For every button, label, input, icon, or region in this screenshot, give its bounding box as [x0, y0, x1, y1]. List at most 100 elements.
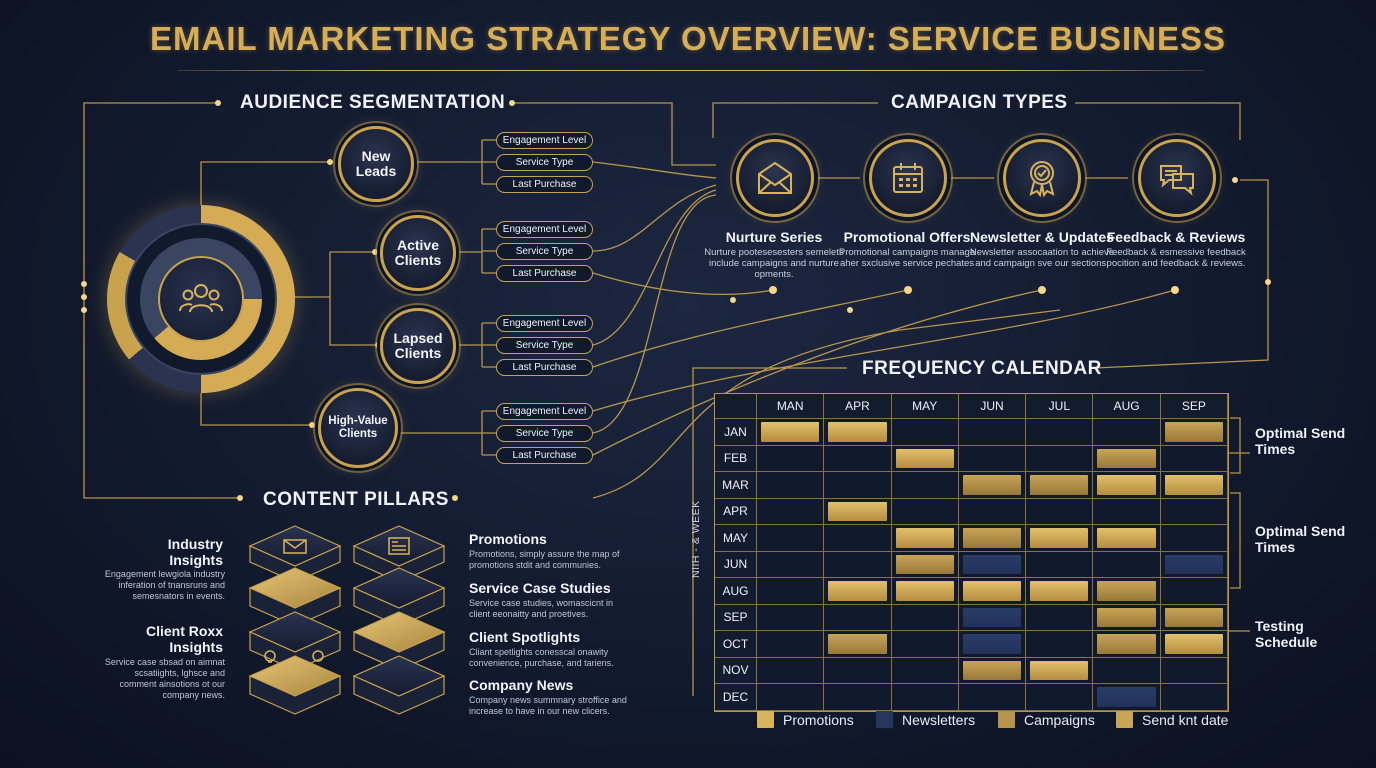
calendar-cell[interactable]	[958, 631, 1027, 658]
calendar-cell[interactable]	[958, 684, 1027, 711]
campaign-nurture-series[interactable]	[736, 139, 814, 217]
calendar-cell[interactable]	[958, 472, 1027, 499]
calendar-cell[interactable]	[891, 604, 959, 631]
calendar-cell[interactable]	[1026, 657, 1094, 684]
calendar-cell[interactable]	[958, 551, 1027, 578]
segment-attribute-pill[interactable]: Service Type	[496, 425, 593, 442]
calendar-cell[interactable]	[891, 445, 959, 472]
calendar-cell[interactable]	[1093, 657, 1161, 684]
calendar-cell[interactable]	[1160, 657, 1229, 684]
segment-active-clients[interactable]: Active Clients	[380, 215, 456, 291]
calendar-cell[interactable]	[757, 578, 825, 605]
calendar-cell[interactable]	[1093, 604, 1161, 631]
calendar-cell[interactable]	[824, 419, 892, 446]
calendar-cell[interactable]	[1160, 525, 1229, 552]
calendar-cell[interactable]	[824, 472, 892, 499]
calendar-cell[interactable]	[958, 604, 1027, 631]
segment-attribute-pill[interactable]: Engagement Level	[496, 403, 593, 420]
calendar-cell[interactable]	[1160, 578, 1229, 605]
calendar-cell[interactable]	[1160, 472, 1229, 499]
calendar-cell[interactable]	[757, 525, 825, 552]
segment-attribute-pill[interactable]: Engagement Level	[496, 132, 593, 149]
calendar-cell[interactable]	[1026, 419, 1094, 446]
calendar-cell[interactable]	[824, 498, 892, 525]
pillar-service-case-studies: Service Case Studies	[469, 580, 611, 596]
calendar-cell[interactable]	[1160, 419, 1229, 446]
calendar-cell[interactable]	[757, 604, 825, 631]
segment-attribute-pill[interactable]: Service Type	[496, 337, 593, 354]
campaign-promotional-offers[interactable]	[869, 139, 947, 217]
calendar-cell[interactable]	[1093, 578, 1161, 605]
calendar-cell[interactable]	[757, 472, 825, 499]
calendar-cell[interactable]	[824, 657, 892, 684]
calendar-cell[interactable]	[1093, 525, 1161, 552]
calendar-cell[interactable]	[891, 631, 959, 658]
calendar-cell[interactable]	[891, 525, 959, 552]
calendar-cell[interactable]	[958, 525, 1027, 552]
calendar-cell[interactable]	[1026, 472, 1094, 499]
calendar-cell[interactable]	[824, 631, 892, 658]
segment-attribute-pill[interactable]: Last Purchase	[496, 447, 593, 464]
segment-attribute-pill[interactable]: Engagement Level	[496, 221, 593, 238]
pillar-description: Company news summnary stroffice and incr…	[469, 695, 627, 716]
calendar-cell[interactable]	[1160, 498, 1229, 525]
campaign-newsletter-updates[interactable]	[1003, 139, 1081, 217]
calendar-cell[interactable]	[958, 657, 1027, 684]
calendar-cell[interactable]	[891, 657, 959, 684]
calendar-cell[interactable]	[1093, 498, 1161, 525]
segment-attribute-pill[interactable]: Engagement Level	[496, 315, 593, 332]
calendar-cell[interactable]	[757, 684, 825, 711]
calendar-cell[interactable]	[824, 604, 892, 631]
calendar-cell[interactable]	[1160, 631, 1229, 658]
calendar-cell[interactable]	[757, 498, 825, 525]
calendar-cell[interactable]	[757, 631, 825, 658]
calendar-cell[interactable]	[1026, 445, 1094, 472]
calendar-cell[interactable]	[1093, 551, 1161, 578]
segment-attribute-pill[interactable]: Service Type	[496, 243, 593, 260]
calendar-cell[interactable]	[1026, 684, 1094, 711]
segment-attribute-pill[interactable]: Last Purchase	[496, 359, 593, 376]
calendar-cell[interactable]	[891, 419, 959, 446]
calendar-cell[interactable]	[1160, 684, 1229, 711]
calendar-cell[interactable]	[824, 684, 892, 711]
calendar-cell[interactable]	[1160, 604, 1229, 631]
calendar-cell[interactable]	[1026, 631, 1094, 658]
calendar-cell[interactable]	[757, 419, 825, 446]
campaign-feedback-reviews[interactable]	[1138, 139, 1216, 217]
calendar-slot-promo	[828, 581, 887, 601]
calendar-cell[interactable]	[1093, 419, 1161, 446]
calendar-cell[interactable]	[891, 498, 959, 525]
calendar-cell[interactable]	[1026, 525, 1094, 552]
segment-attribute-pill[interactable]: Service Type	[496, 154, 593, 171]
segment-high-value-clients[interactable]: High-Value Clients	[318, 388, 398, 468]
calendar-cell[interactable]	[824, 445, 892, 472]
calendar-cell[interactable]	[891, 551, 959, 578]
calendar-cell[interactable]	[1026, 551, 1094, 578]
calendar-cell[interactable]	[891, 684, 959, 711]
calendar-cell[interactable]	[824, 525, 892, 552]
calendar-cell[interactable]	[1093, 684, 1161, 711]
segment-new-leads[interactable]: New Leads	[338, 126, 414, 202]
calendar-cell[interactable]	[958, 578, 1027, 605]
calendar-cell[interactable]	[1160, 551, 1229, 578]
calendar-cell[interactable]	[958, 419, 1027, 446]
segment-lapsed-clients[interactable]: Lapsed Clients	[380, 308, 456, 384]
calendar-cell[interactable]	[824, 551, 892, 578]
calendar-cell[interactable]	[824, 578, 892, 605]
calendar-cell[interactable]	[757, 657, 825, 684]
calendar-cell[interactable]	[891, 472, 959, 499]
calendar-cell[interactable]	[1160, 445, 1229, 472]
segment-attribute-pill[interactable]: Last Purchase	[496, 265, 593, 282]
calendar-cell[interactable]	[1026, 604, 1094, 631]
calendar-cell[interactable]	[958, 498, 1027, 525]
calendar-cell[interactable]	[958, 445, 1027, 472]
calendar-cell[interactable]	[757, 445, 825, 472]
segment-attribute-pill[interactable]: Last Purchase	[496, 176, 593, 193]
calendar-cell[interactable]	[1093, 472, 1161, 499]
calendar-cell[interactable]	[1093, 445, 1161, 472]
calendar-cell[interactable]	[757, 551, 825, 578]
calendar-cell[interactable]	[891, 578, 959, 605]
calendar-cell[interactable]	[1093, 631, 1161, 658]
calendar-cell[interactable]	[1026, 578, 1094, 605]
calendar-cell[interactable]	[1026, 498, 1094, 525]
